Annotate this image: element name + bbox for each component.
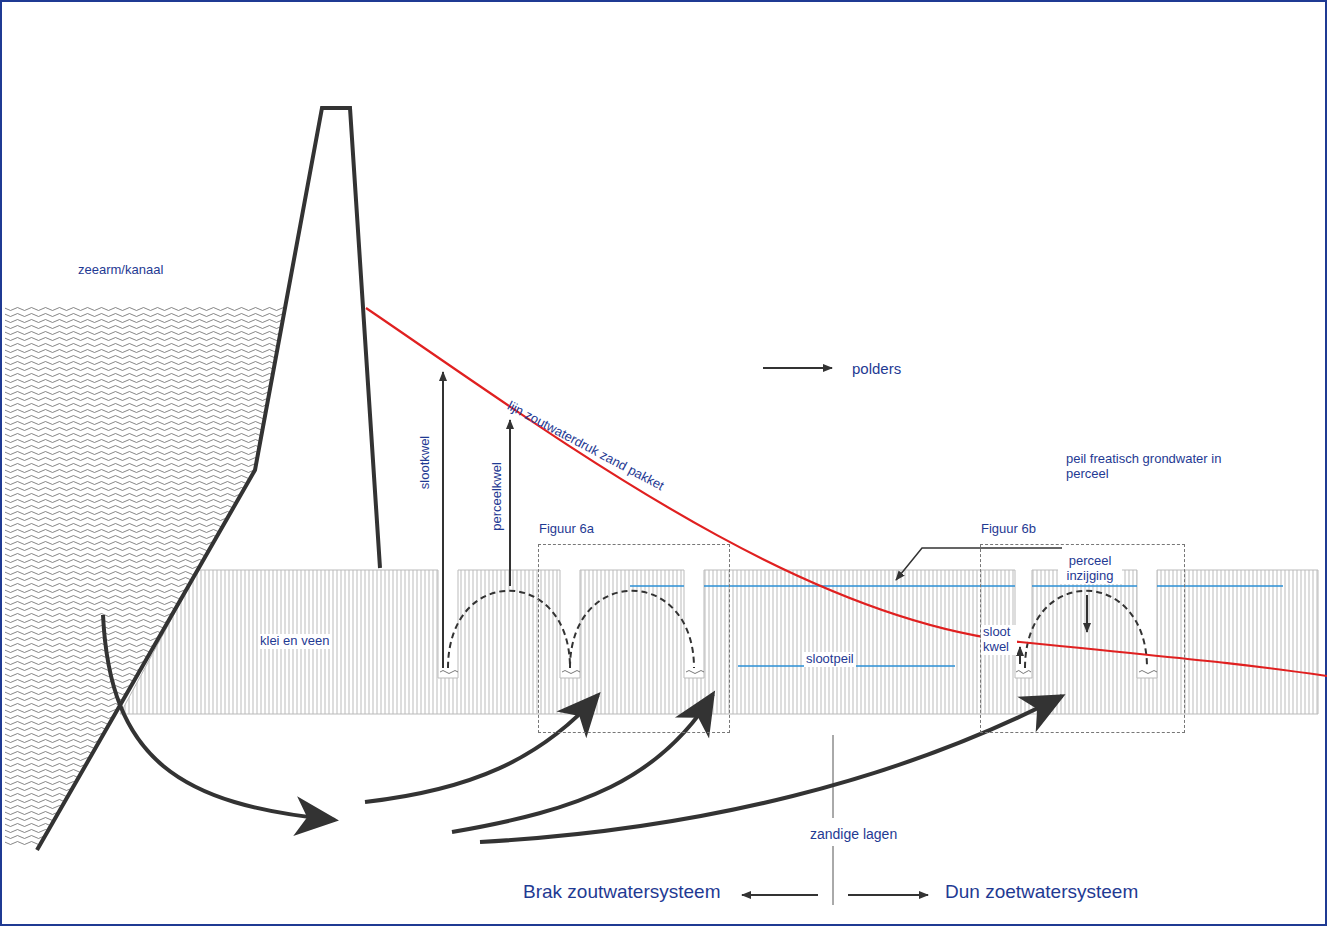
annotation-text: sloot kwel — [981, 625, 1017, 655]
flow-label: perceelkwel — [490, 462, 505, 531]
layer-label: klei en veen — [258, 634, 331, 649]
figure-frame: Figuur 6b perceel inzijging sloot kwel — [980, 520, 1185, 733]
layer-label: zandige lagen — [808, 826, 899, 842]
direction-label: polders — [852, 360, 901, 377]
system-label: Brak zoutwatersysteem — [523, 881, 720, 903]
line-label: lijn zoutwaterdruk zand pakket — [504, 398, 665, 493]
dashed-frame — [538, 544, 730, 733]
water-label: zeearm/kanaal — [78, 263, 163, 278]
flow-label: slootkwel — [419, 435, 434, 488]
level-label: peil freatisch grondwater in perceel — [1066, 452, 1246, 482]
figure-heading: Figuur 6b — [981, 522, 1036, 537]
level-label: slootpeil — [804, 652, 856, 667]
annotation-text: perceel inzijging — [1058, 554, 1122, 584]
figure-frame: Figuur 6a — [538, 520, 730, 733]
system-label: Dun zoetwatersysteem — [945, 881, 1138, 903]
figure-heading: Figuur 6a — [539, 522, 594, 537]
